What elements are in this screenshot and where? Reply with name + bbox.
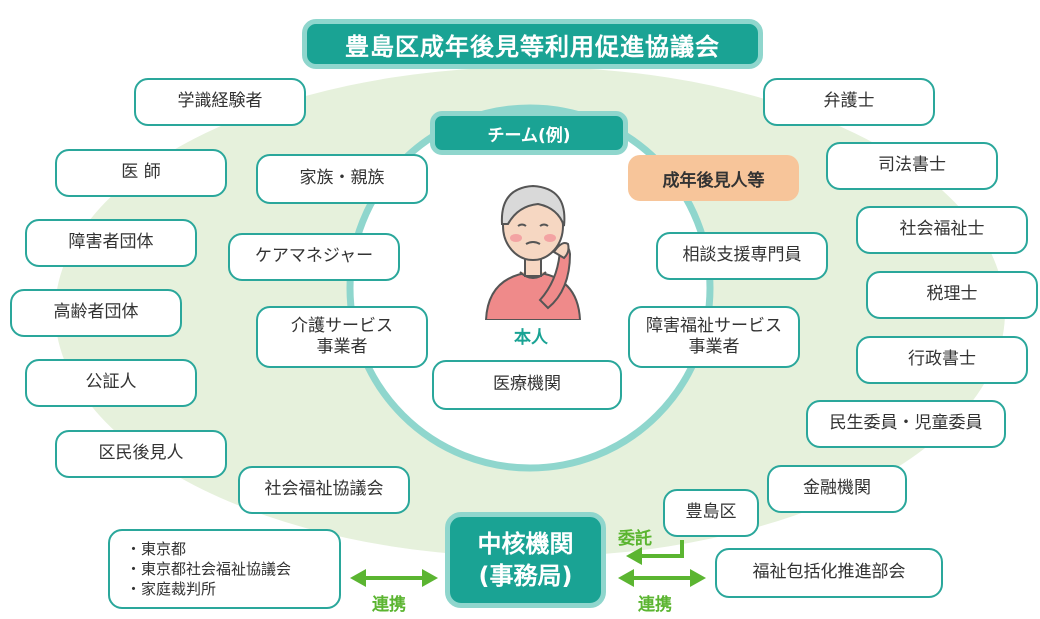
- team-member-counseling-specialist: 相談支援専門員: [656, 232, 828, 280]
- entrust-arrow: [640, 540, 684, 558]
- core-organization-secretariat: (事務局): [478, 562, 573, 590]
- member-academic-expert: 学識経験者: [134, 78, 306, 126]
- link-arrow-right-head-b: [690, 569, 706, 587]
- core-organization: 中核機関 (事務局): [445, 512, 606, 608]
- member-social-welfare-council: 社会福祉協議会: [238, 466, 410, 514]
- member-judicial-scrivener: 司法書士: [826, 142, 998, 190]
- team-member-care-service-provider: 介護サービス 事業者: [256, 306, 428, 368]
- partner-family-court: 家庭裁判所: [126, 579, 216, 599]
- toshima-ward: 豊島区: [663, 489, 759, 537]
- partner-tokyo-metro: 東京都: [126, 539, 186, 559]
- member-financial-institution: 金融機関: [767, 465, 907, 513]
- link-label-left: 連携: [372, 595, 406, 615]
- partner-tokyo-welfare-council: 東京都社会福祉協議会: [126, 559, 291, 579]
- link-arrow-left-head-b: [422, 569, 438, 587]
- partner-list: 東京都 東京都社会福祉協議会 家庭裁判所: [108, 529, 341, 609]
- entrust-label: 委託: [618, 529, 652, 549]
- member-tax-accountant: 税理士: [866, 271, 1038, 319]
- link-arrow-left-head-a: [350, 569, 366, 587]
- welfare-integration-council: 福祉包括化推進部会: [715, 548, 943, 598]
- member-citizen-guardian: 区民後見人: [55, 430, 227, 478]
- member-social-worker: 社会福祉士: [856, 206, 1028, 254]
- team-label: チーム(例): [430, 111, 628, 155]
- guardian-box: 成年後見人等: [628, 155, 799, 201]
- link-label-right: 連携: [638, 595, 672, 615]
- team-member-disability-service-provider: 障害福祉サービス 事業者: [628, 306, 800, 368]
- person-illustration: [484, 184, 582, 320]
- team-member-care-manager: ケアマネジャー: [228, 233, 400, 281]
- member-doctor: 医 師: [55, 149, 227, 197]
- team-member-family: 家族・親族: [256, 154, 428, 204]
- member-elderly-organization: 高齢者団体: [10, 289, 182, 337]
- team-member-medical-institution: 医療機関: [432, 360, 622, 410]
- link-arrow-right-head-a: [618, 569, 634, 587]
- member-administrative-scrivener: 行政書士: [856, 336, 1028, 384]
- council-title: 豊島区成年後見等利用促進協議会: [302, 19, 763, 69]
- person-label: 本人: [514, 328, 548, 348]
- entrust-arrowhead: [626, 547, 642, 565]
- member-notary: 公証人: [25, 359, 197, 407]
- member-welfare-commissioner: 民生委員・児童委員: [806, 400, 1006, 448]
- core-organization-name: 中核機関: [477, 529, 574, 558]
- member-lawyer: 弁護士: [763, 78, 935, 126]
- member-disability-organization: 障害者団体: [25, 219, 197, 267]
